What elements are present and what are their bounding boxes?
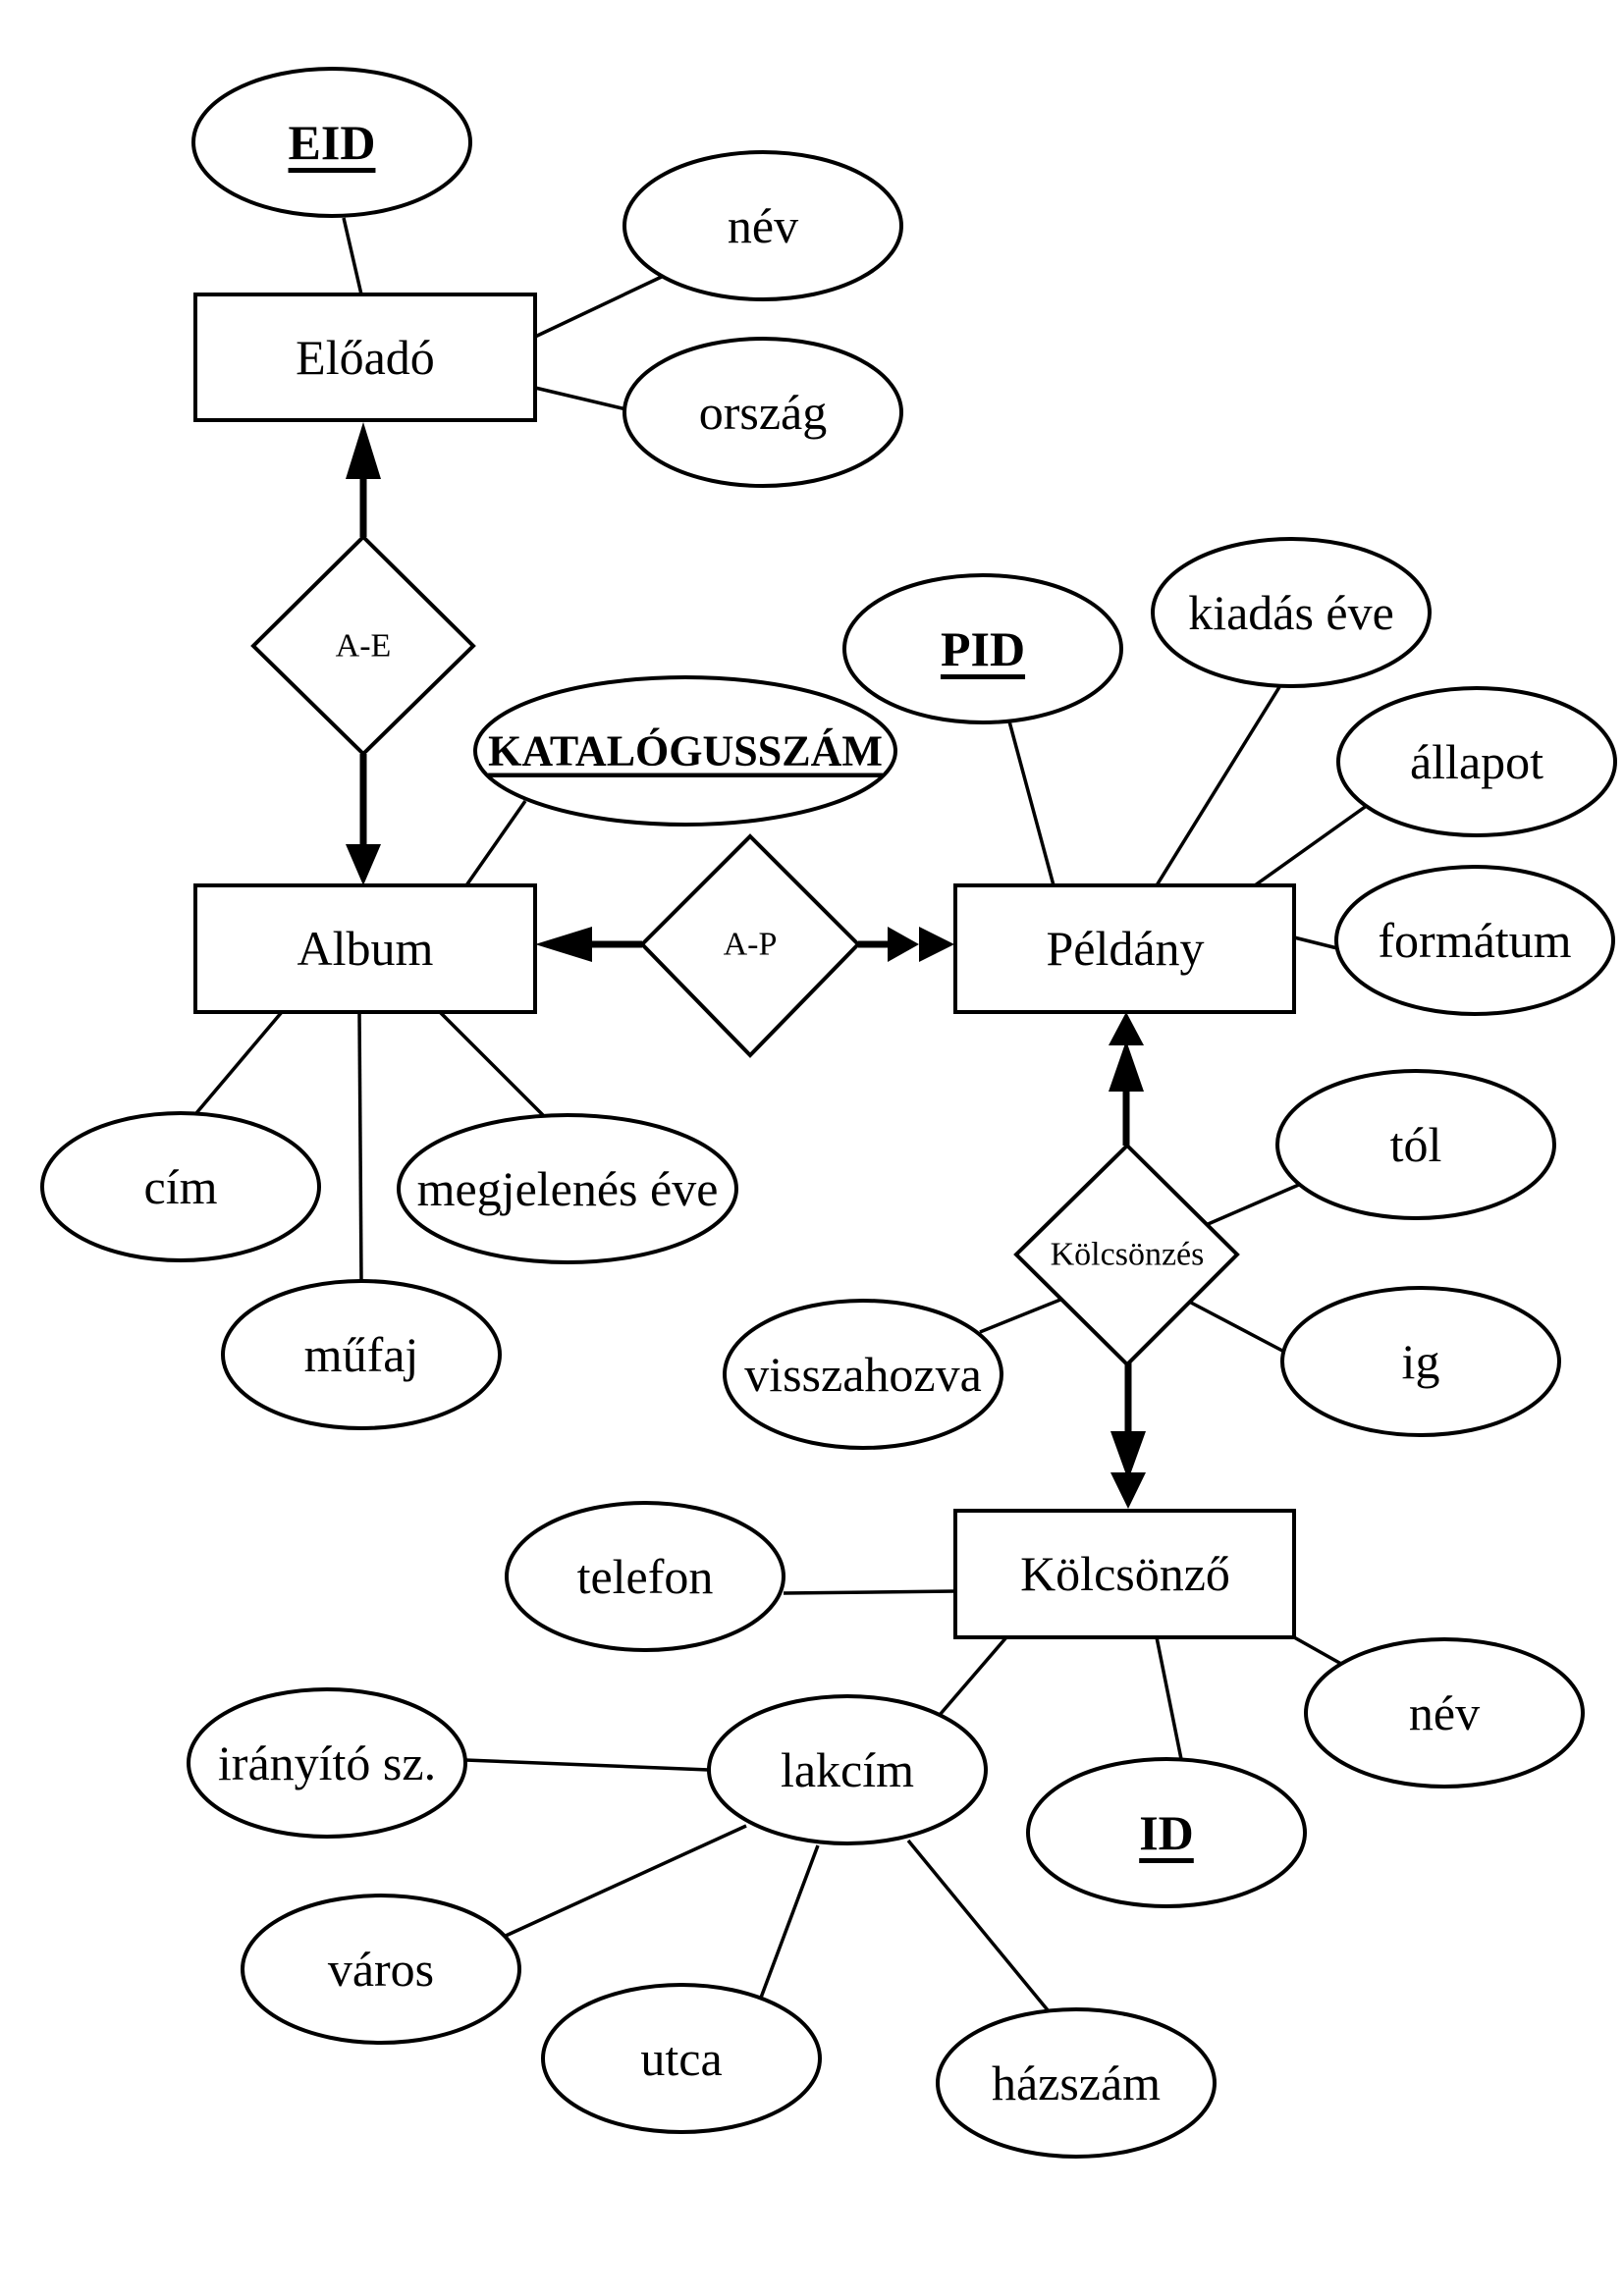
attribute-hazszam-label: házszám [992, 2056, 1161, 2110]
attribute-kolcsonzo-nev: név [1304, 1637, 1585, 1789]
line-peldany-pid [1007, 721, 1056, 886]
attribute-orszag-label: ország [699, 385, 828, 440]
attribute-varos-label: város [328, 1942, 434, 1997]
line-lakcim-varos [505, 1824, 747, 1938]
relationship-ae: A-E [250, 534, 476, 757]
line-album-mufaj [357, 1011, 363, 1282]
attribute-lakcim-label: lakcím [781, 1742, 914, 1797]
attribute-eid-label: EID [289, 115, 376, 170]
arrow-ap-peldany-head-1 [888, 927, 919, 962]
attribute-kolcsonzo-nev-label: név [1409, 1685, 1480, 1740]
attribute-eloado-nev: név [623, 150, 903, 301]
attribute-tol-label: tól [1390, 1117, 1442, 1172]
attribute-megjelenes-eve: megjelenés éve [397, 1113, 738, 1264]
attribute-katalogusszam: KATALÓGUSSZÁM [473, 675, 897, 827]
relationship-kolcsonzes: Kölcsönzés [1013, 1143, 1240, 1367]
line-album-katalogusszam [464, 799, 527, 887]
attribute-lakcim: lakcím [707, 1694, 988, 1845]
line-kolcsonzo-id [1155, 1636, 1183, 1760]
line-lakcim-hazszam [906, 1839, 1051, 2013]
entity-eloado-label: Előadó [296, 330, 435, 385]
attribute-iranyito-sz: irányító sz. [187, 1687, 467, 1839]
entity-kolcsonzo-label: Kölcsönző [1020, 1546, 1230, 1601]
line-kolcsonzes-tol [1205, 1182, 1302, 1227]
entity-album: Album [193, 883, 537, 1014]
relationship-ae-label: A-E [336, 628, 392, 665]
attribute-formatum-label: formátum [1378, 913, 1571, 968]
line-eloado-orszag [534, 386, 627, 411]
relationship-kolcsonzes-label: Kölcsönzés [1051, 1237, 1205, 1273]
line-eloado-nev [534, 273, 667, 339]
attribute-mufaj-label: műfaj [304, 1327, 419, 1382]
attribute-ig: ig [1280, 1286, 1561, 1437]
attribute-utca-label: utca [640, 2031, 722, 2086]
arrow-ap-peldany-head-2 [919, 927, 954, 962]
attribute-ig-label: ig [1402, 1334, 1440, 1389]
attribute-visszahozva-label: visszahozva [744, 1347, 982, 1402]
line-lakcim-iranyito [464, 1758, 710, 1772]
attribute-kiadas-eve: kiadás éve [1151, 537, 1432, 688]
attribute-id: ID [1026, 1757, 1307, 1908]
attribute-megjelenes-eve-label: megjelenés éve [417, 1161, 719, 1216]
attribute-cim: cím [40, 1111, 321, 1262]
attribute-eloado-nev-label: név [728, 198, 798, 253]
attribute-utca: utca [541, 1983, 822, 2134]
line-peldany-formatum [1293, 935, 1338, 950]
arrow-kolcsonzes-peldany-head-2 [1109, 1041, 1144, 1092]
line-kolcsonzes-ig [1190, 1301, 1285, 1354]
arrow-ap-album-head [535, 927, 592, 962]
entity-peldany: Példány [953, 883, 1296, 1014]
line-kolcsonzo-telefon [783, 1589, 956, 1595]
attribute-pid-label: PID [941, 621, 1025, 676]
attribute-varos: város [241, 1894, 521, 2045]
line-peldany-kiadas [1155, 686, 1281, 886]
attribute-cim-label: cím [144, 1159, 218, 1214]
attribute-telefon-label: telefon [577, 1549, 714, 1604]
line-kolcsonzo-lakcim [938, 1635, 1008, 1717]
line-album-cim [194, 1010, 284, 1115]
attribute-id-label: ID [1139, 1805, 1194, 1860]
line-kolcsonzes-visszahozva [979, 1298, 1061, 1334]
attribute-allapot-label: állapot [1410, 734, 1543, 789]
attribute-eid: EID [191, 67, 472, 218]
relationship-ap: A-P [639, 833, 861, 1058]
attribute-hazszam: házszám [936, 2007, 1217, 2159]
attribute-formatum: formátum [1334, 865, 1615, 1016]
line-album-megjelenes [438, 1010, 545, 1117]
arrow-kolcsonzes-kolcsonzo-head-2 [1110, 1431, 1146, 1480]
attribute-visszahozva: visszahozva [723, 1299, 1003, 1450]
entity-album-label: Album [298, 921, 434, 976]
attribute-orszag: ország [623, 337, 903, 488]
line-lakcim-utca [759, 1844, 820, 1999]
line-peldany-allapot [1253, 803, 1370, 887]
attribute-katalogusszam-label: KATALÓGUSSZÁM [488, 727, 883, 775]
attribute-allapot: állapot [1336, 686, 1617, 837]
arrow-ae-eloado-head [346, 422, 381, 479]
attribute-tol: tól [1275, 1069, 1556, 1220]
entity-eloado: Előadó [193, 293, 537, 422]
line-eid-eloado [342, 217, 363, 295]
relationship-ap-label: A-P [724, 927, 778, 963]
attribute-kiadas-eve-label: kiadás éve [1188, 585, 1394, 640]
entity-kolcsonzo: Kölcsönző [953, 1509, 1296, 1639]
attribute-iranyito-sz-label: irányító sz. [218, 1735, 436, 1790]
attribute-telefon: telefon [505, 1501, 785, 1652]
attribute-mufaj: műfaj [221, 1279, 502, 1430]
arrow-ae-album-head [346, 844, 381, 885]
arrow-kolcsonzes-peldany-head [1109, 1012, 1144, 1045]
arrow-kolcsonzes-kolcsonzo-head [1110, 1472, 1146, 1509]
line-kolcsonzo-nev [1293, 1635, 1342, 1666]
attribute-pid: PID [842, 573, 1123, 724]
relationship-arrows [346, 422, 1146, 1509]
entity-peldany-label: Példány [1046, 921, 1204, 976]
connector-lines [194, 217, 1370, 2013]
